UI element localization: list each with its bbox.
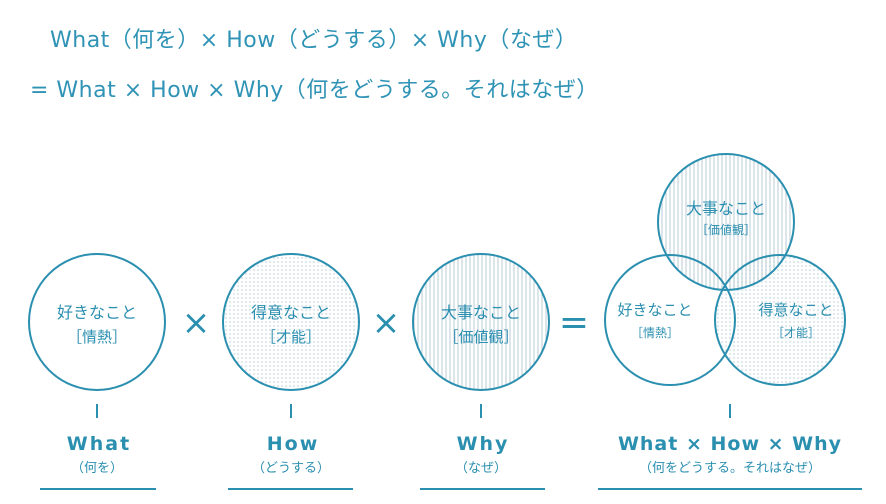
formula-line-1: What（何を）× How（どうする）× Why（なぜ） — [50, 28, 578, 53]
circle-how-sub: ［才能］ — [261, 328, 321, 346]
venn-top-fill — [658, 154, 794, 290]
venn-right-title: 得意なこと — [758, 301, 833, 319]
formula-line-2: = What × How × Why（何をどうする。それはなぜ） — [30, 78, 599, 103]
circle-why-title: 大事なこと — [441, 303, 521, 322]
label-how-sub: （どうする） — [252, 461, 330, 476]
label-why: Why — [457, 433, 510, 455]
label-what: What — [67, 433, 131, 455]
circle-how: 得意なこと ［才能］ — [222, 253, 360, 391]
circle-how-title: 得意なこと — [251, 303, 331, 322]
venn-top-circle — [657, 153, 795, 291]
circle-what-sub: ［情熱］ — [67, 328, 127, 346]
circle-what: 好きなこと ［情熱］ — [28, 253, 166, 391]
venn-right-circle — [714, 254, 846, 386]
label-combined: What × How × Why — [618, 433, 842, 455]
label-why-sub: （なぜ） — [455, 461, 507, 476]
circle-why-sub: ［価値観］ — [443, 328, 518, 346]
circle-why: 大事なこと ［価値観］ — [412, 253, 550, 391]
equals-operator: = — [559, 302, 589, 343]
venn-diagram: 大事なこと ［価値観］ 好きなこと ［情熱］ 得意なこと ［才能］ — [604, 153, 846, 386]
venn-left-sub: ［情熱］ — [631, 326, 679, 340]
label-how: How — [267, 433, 320, 455]
circle-what-title: 好きなこと — [57, 303, 137, 322]
label-what-sub: （何を） — [71, 460, 123, 476]
times-operator-1: × — [182, 303, 211, 343]
label-combined-sub: （何をどうする。それはなぜ） — [639, 460, 821, 476]
venn-top-sub: ［価値観］ — [696, 222, 756, 237]
venn-left-title: 好きなこと — [617, 301, 692, 319]
times-operator-2: × — [372, 303, 401, 343]
venn-top-title: 大事なこと — [686, 199, 766, 218]
venn-left-circle — [604, 254, 736, 386]
venn-right-sub: ［才能］ — [772, 326, 820, 340]
